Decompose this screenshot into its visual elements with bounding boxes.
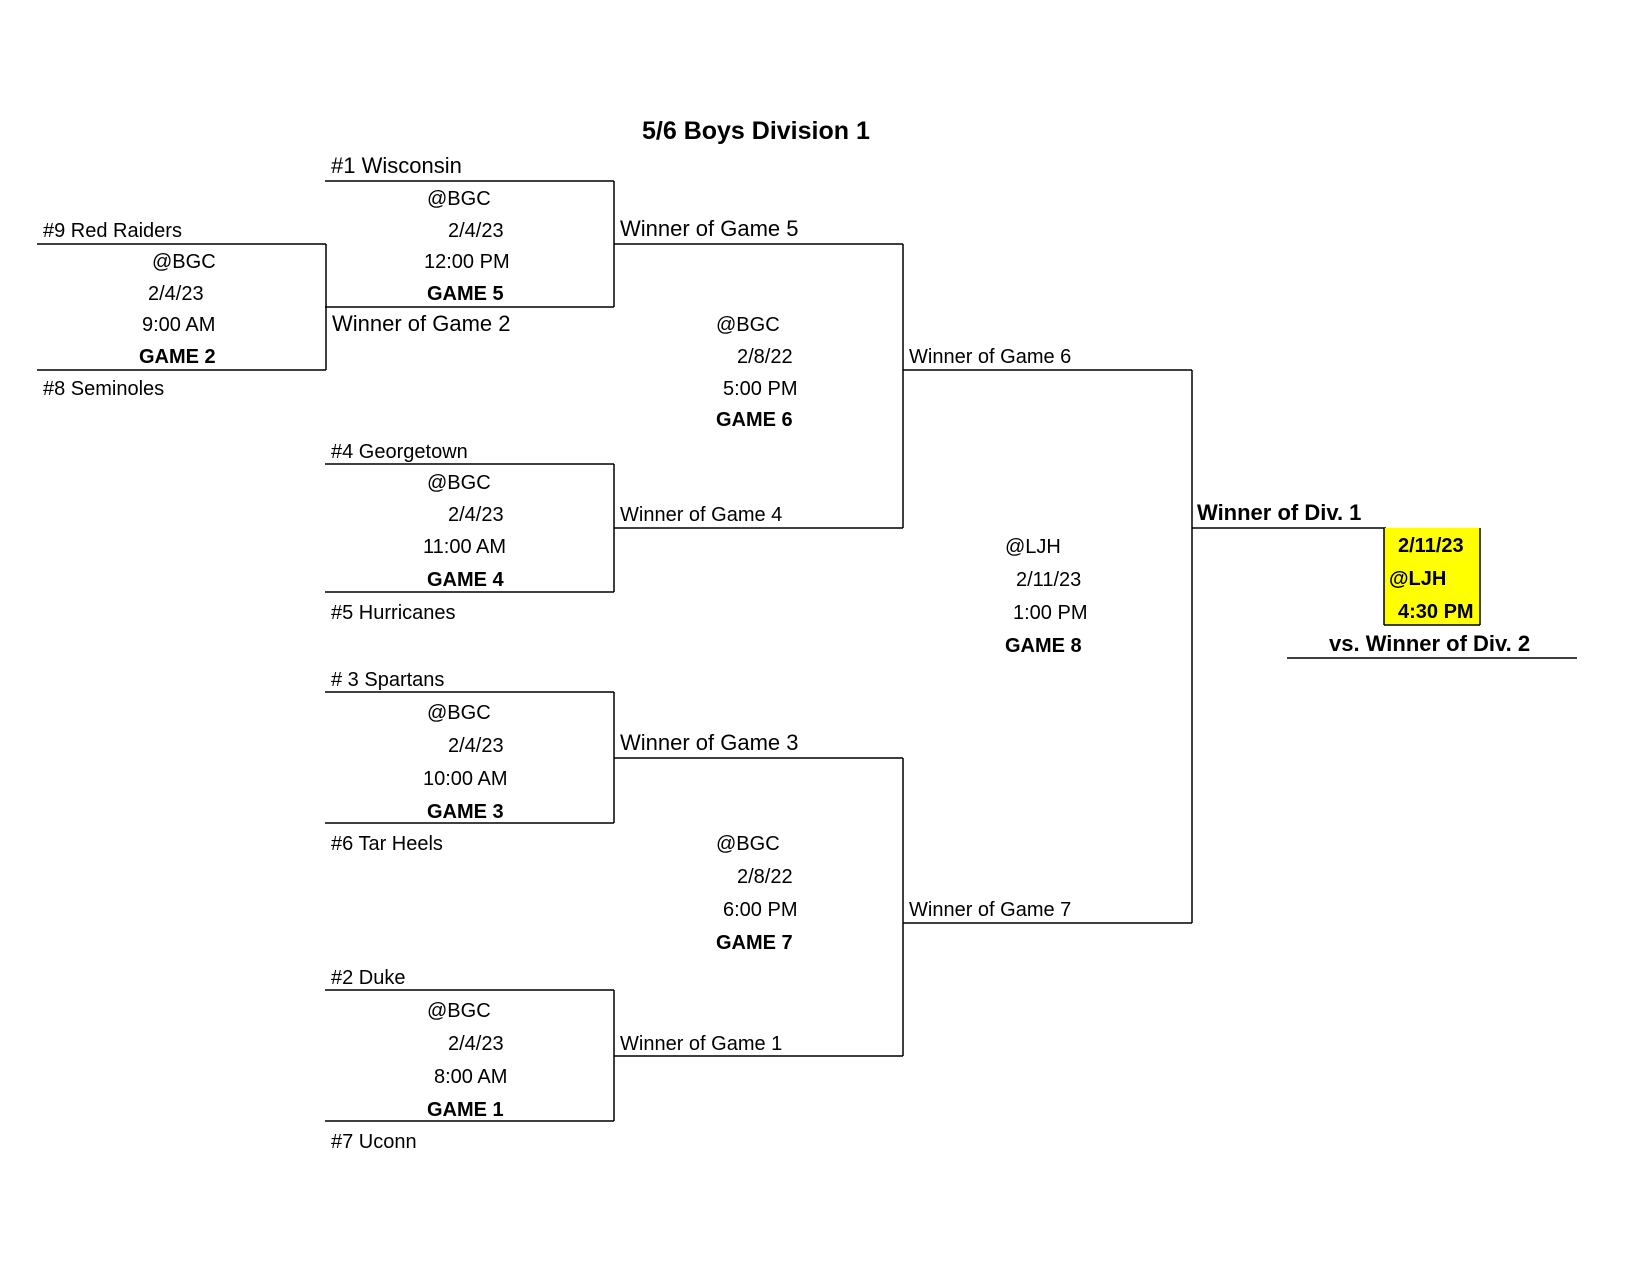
game-2-time: 9:00 AM [142, 314, 216, 336]
game-3-label: GAME 3 [427, 801, 504, 823]
winner-game-6: Winner of Game 6 [909, 346, 1072, 368]
game-7-label: GAME 7 [716, 932, 793, 954]
game-4-date: 2/4/23 [448, 504, 504, 526]
team-seed-7: #7 Uconn [331, 1131, 417, 1153]
winner-game-2: Winner of Game 2 [332, 311, 511, 336]
game-6-time: 5:00 PM [723, 378, 798, 400]
game-1-time: 8:00 AM [434, 1066, 508, 1088]
winner-game-3: Winner of Game 3 [620, 730, 799, 755]
final-game-time: 4:30 PM [1398, 601, 1474, 623]
game-8-label: GAME 8 [1005, 635, 1082, 657]
game-6-date: 2/8/22 [737, 346, 793, 368]
final-game-highlight [1384, 528, 1480, 625]
game-3-time: 10:00 AM [423, 768, 508, 790]
team-seed-8: #8 Seminoles [43, 378, 165, 400]
winner-game-4: Winner of Game 4 [620, 504, 783, 526]
game-6-venue: @BGC [716, 314, 780, 336]
team-seed-5: #5 Hurricanes [331, 602, 456, 624]
game-4-time: 11:00 AM [423, 536, 507, 558]
game-5-label: GAME 5 [427, 283, 504, 305]
winner-game-1: Winner of Game 1 [620, 1033, 783, 1055]
game-4-label: GAME 4 [427, 569, 504, 591]
game-8-date: 2/11/23 [1016, 569, 1082, 591]
game-5-venue: @BGC [427, 188, 491, 210]
winner-game-7: Winner of Game 7 [909, 899, 1072, 921]
game-4-venue: @BGC [427, 472, 491, 494]
game-2-label: GAME 2 [139, 346, 216, 368]
game-7-venue: @BGC [716, 833, 780, 855]
game-5-date: 2/4/23 [448, 220, 504, 242]
game-2-date: 2/4/23 [148, 283, 204, 305]
page-title: 5/6 Boys Division 1 [642, 117, 870, 145]
game-7-date: 2/8/22 [737, 866, 793, 888]
game-2-venue: @BGC [152, 251, 216, 273]
game-6-label: GAME 6 [716, 409, 793, 431]
winner-division-1: Winner of Div. 1 [1197, 500, 1362, 525]
team-seed-2: #2 Duke [331, 967, 406, 989]
game-1-date: 2/4/23 [448, 1033, 504, 1055]
team-seed-9: #9 Red Raiders [43, 220, 182, 242]
winner-game-5: Winner of Game 5 [620, 216, 799, 241]
game-8-venue: @LJH [1005, 536, 1061, 558]
game-1-venue: @BGC [427, 1000, 491, 1022]
game-1-label: GAME 1 [427, 1099, 504, 1121]
game-3-venue: @BGC [427, 702, 491, 724]
final-opponent: vs. Winner of Div. 2 [1329, 631, 1531, 656]
team-seed-6: #6 Tar Heels [331, 833, 443, 855]
final-game-date: 2/11/23 [1398, 535, 1464, 557]
final-game-venue: @LJH [1389, 568, 1447, 590]
team-seed-3: # 3 Spartans [331, 669, 445, 691]
team-seed-1: #1 Wisconsin [331, 153, 462, 178]
game-5-time: 12:00 PM [424, 251, 510, 273]
game-8-time: 1:00 PM [1013, 602, 1088, 624]
team-seed-4: #4 Georgetown [331, 441, 468, 463]
game-3-date: 2/4/23 [448, 735, 504, 757]
game-7-time: 6:00 PM [723, 899, 798, 921]
